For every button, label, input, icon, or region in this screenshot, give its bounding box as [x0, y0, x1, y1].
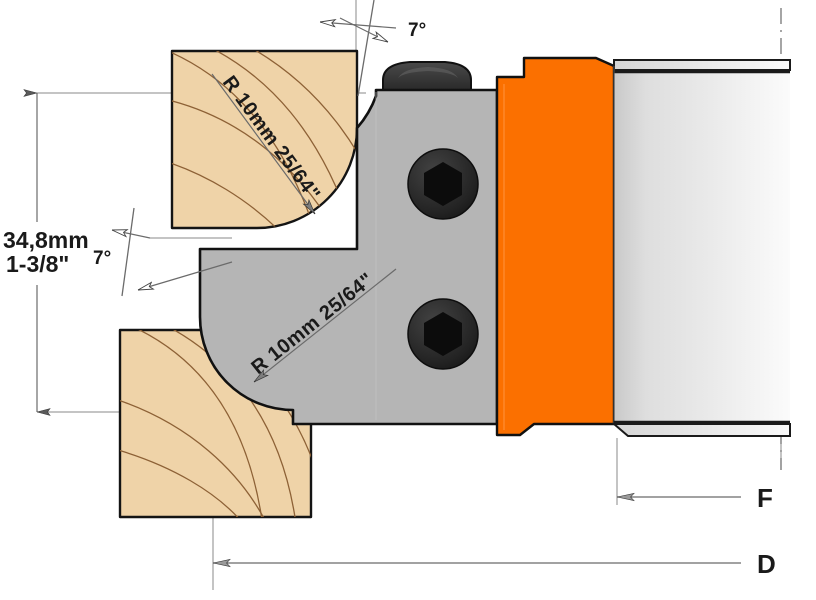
top-shear-angle-annotation: 7° [320, 0, 426, 97]
lower-hex-socket-screw [407, 298, 479, 370]
dimension-D: D [213, 549, 776, 579]
dimension-D-label: D [757, 549, 776, 579]
arbor-shaft [611, 59, 791, 437]
dimension-F: F [616, 438, 782, 513]
cutter-body [495, 56, 616, 437]
dimension-F-label: F [757, 483, 773, 513]
bottom-shear-angle-annotation: 7° [93, 207, 233, 297]
height-imperial-label: 1-3/8" [6, 251, 69, 277]
height-metric-label: 34,8mm [3, 227, 89, 253]
hex-socket-icon [424, 312, 462, 356]
bottom-angle-label: 7° [93, 248, 111, 269]
knife-retaining-cap [382, 61, 472, 91]
overall-height-dimension: 34,8mm 1-3/8" [3, 93, 89, 412]
upper-hex-socket-screw [407, 148, 479, 220]
top-angle-label: 7° [408, 20, 426, 41]
hex-socket-icon [424, 162, 462, 206]
